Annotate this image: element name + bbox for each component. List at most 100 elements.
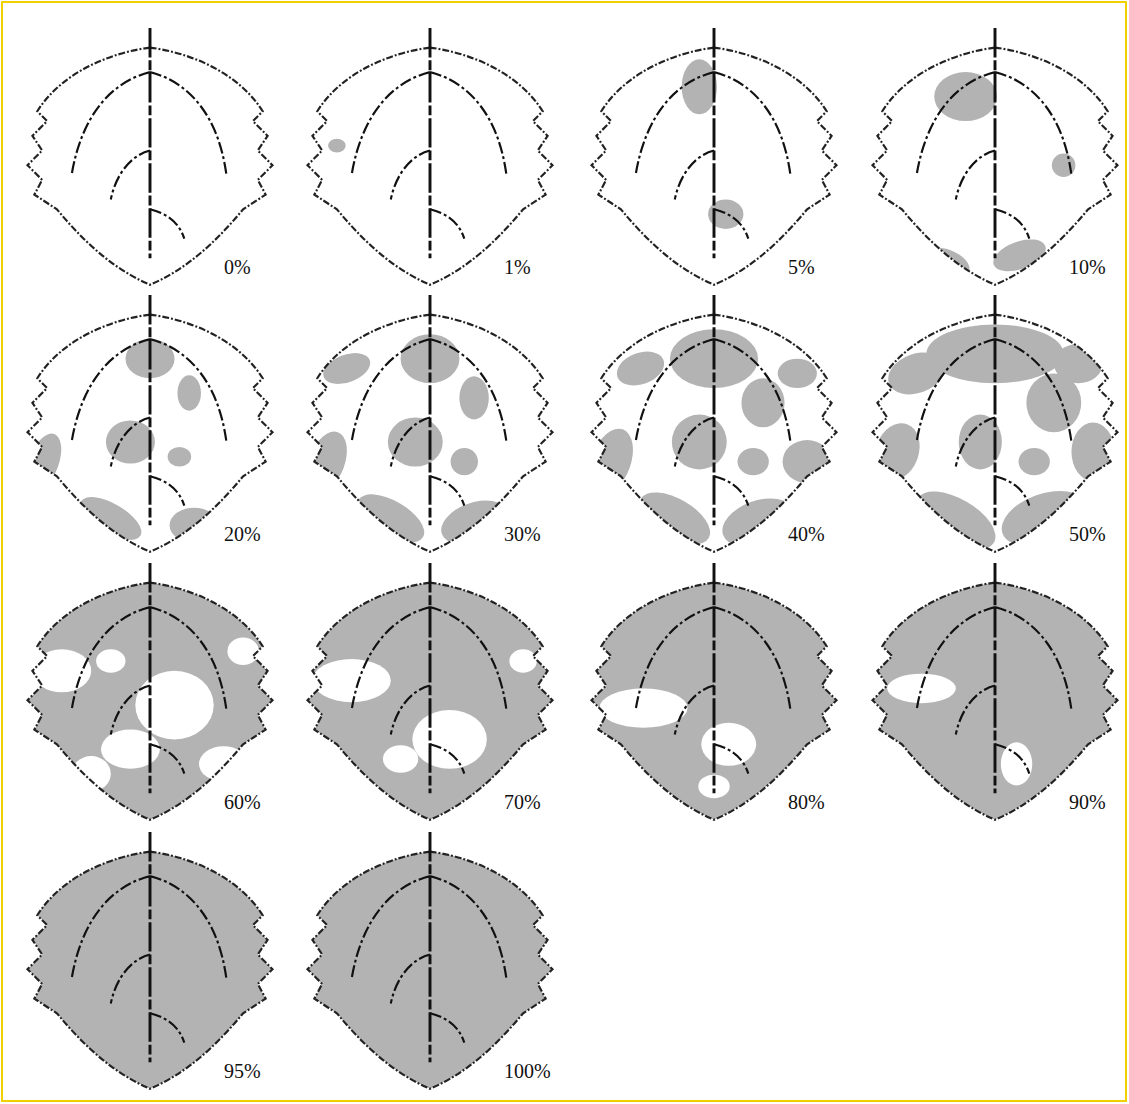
leaf-vein bbox=[150, 744, 184, 773]
leaf-vein bbox=[995, 607, 1071, 710]
leaf-vein bbox=[391, 686, 430, 735]
leaf-vein bbox=[429, 28, 432, 258]
leaf-vein bbox=[636, 72, 714, 175]
leaf-drawing bbox=[873, 28, 1118, 285]
lesion-spot bbox=[934, 72, 997, 121]
lesion-spot bbox=[701, 723, 756, 766]
leaf-vein bbox=[675, 418, 714, 467]
leaf-vein bbox=[917, 339, 995, 442]
lesion-spot bbox=[412, 710, 486, 769]
lesion-spot bbox=[72, 756, 111, 791]
leaf-vein bbox=[391, 955, 430, 1004]
leaf-vein bbox=[430, 876, 506, 979]
severity-label: 95% bbox=[222, 1060, 263, 1082]
leaf-vein bbox=[430, 476, 464, 505]
leaf-vein bbox=[429, 295, 432, 525]
severity-label: 90% bbox=[1067, 791, 1108, 813]
leaf-drawing bbox=[27, 563, 272, 820]
leaf-vein bbox=[995, 339, 1071, 442]
severity-label: 20% bbox=[222, 523, 263, 545]
leaf-vein bbox=[149, 295, 152, 525]
lesion-spot bbox=[244, 1004, 275, 1051]
leaf-drawing bbox=[308, 832, 553, 1089]
leaf-vein bbox=[72, 339, 150, 442]
lesion-spot bbox=[328, 139, 346, 153]
leaf-vein bbox=[917, 72, 995, 175]
leaf-vein bbox=[714, 476, 748, 505]
leaf-vein bbox=[111, 955, 150, 1004]
leaf-vein bbox=[72, 876, 150, 979]
leaf-vein bbox=[714, 744, 748, 773]
severity-label: 0% bbox=[222, 256, 253, 278]
leaf-vein bbox=[72, 72, 150, 175]
leaf-vein bbox=[150, 209, 184, 238]
leaf-vein bbox=[994, 28, 997, 258]
leaf-vein bbox=[430, 607, 506, 710]
leaf-vein bbox=[994, 563, 997, 793]
leaf-vein bbox=[150, 607, 226, 710]
leaf-vein bbox=[111, 418, 150, 467]
leaf-vein bbox=[995, 744, 1029, 773]
leaf-drawing bbox=[592, 563, 837, 820]
leaf-vein bbox=[995, 476, 1029, 505]
severity-label: 40% bbox=[786, 523, 827, 545]
lesion-spot bbox=[989, 233, 1050, 278]
lesion-spot bbox=[509, 649, 536, 673]
lesion-spot bbox=[599, 688, 687, 727]
severity-label: 80% bbox=[786, 791, 827, 813]
severity-label: 50% bbox=[1067, 523, 1108, 545]
leaf-vein bbox=[714, 209, 748, 238]
lesion-spot bbox=[994, 480, 1094, 556]
severity-label: 1% bbox=[502, 256, 533, 278]
leaf-drawing bbox=[867, 295, 1118, 561]
lesion-spot bbox=[882, 345, 951, 402]
lesion-spot bbox=[887, 674, 956, 703]
leaf-vein bbox=[150, 876, 226, 979]
lesion-spot bbox=[672, 415, 727, 470]
lesion-spot bbox=[168, 447, 192, 467]
leaf-vein bbox=[352, 72, 430, 175]
lesion-spot bbox=[738, 448, 769, 475]
leaf-vein bbox=[150, 72, 226, 175]
lesion-spot bbox=[74, 489, 148, 549]
leaf-vein bbox=[430, 209, 464, 238]
leaf-vein bbox=[430, 744, 464, 773]
lesion-spot bbox=[388, 418, 443, 467]
lesion-spot bbox=[227, 637, 258, 664]
lesion-spot bbox=[682, 59, 717, 114]
lesion-spot bbox=[612, 345, 669, 391]
leaf-vein bbox=[391, 418, 430, 467]
leaf-vein bbox=[636, 607, 714, 710]
lesion-spot bbox=[581, 423, 641, 501]
leaf-vein bbox=[111, 151, 150, 200]
lesion-spot bbox=[1054, 344, 1103, 383]
severity-label: 5% bbox=[786, 256, 817, 278]
severity-label: 100% bbox=[502, 1060, 553, 1082]
leaf-vein bbox=[714, 607, 790, 710]
leaf-vein bbox=[111, 686, 150, 735]
leaf-vein bbox=[714, 72, 790, 175]
lesion-spot bbox=[135, 671, 213, 740]
leaf-vein bbox=[429, 832, 432, 1062]
leaf-drawing bbox=[20, 295, 272, 552]
leaf-drawing bbox=[581, 295, 837, 555]
leaf-vein bbox=[675, 686, 714, 735]
leaf-vein bbox=[352, 607, 430, 710]
severity-label: 10% bbox=[1067, 256, 1108, 278]
leaf-drawing bbox=[308, 563, 553, 820]
lesion-spot bbox=[312, 659, 390, 702]
leaf-vein bbox=[713, 28, 716, 258]
lesion-spot bbox=[1019, 448, 1050, 475]
severity-label: 60% bbox=[222, 791, 263, 813]
severity-label: 30% bbox=[502, 523, 543, 545]
leaf-drawing bbox=[873, 563, 1118, 820]
leaf-vein bbox=[713, 563, 716, 793]
leaf-vein bbox=[150, 476, 184, 505]
leaf-vein bbox=[956, 418, 995, 467]
lesion-spot bbox=[918, 242, 973, 285]
leaf-vein bbox=[917, 607, 995, 710]
leaf-vein bbox=[150, 339, 226, 442]
leaf-vein bbox=[430, 72, 506, 175]
